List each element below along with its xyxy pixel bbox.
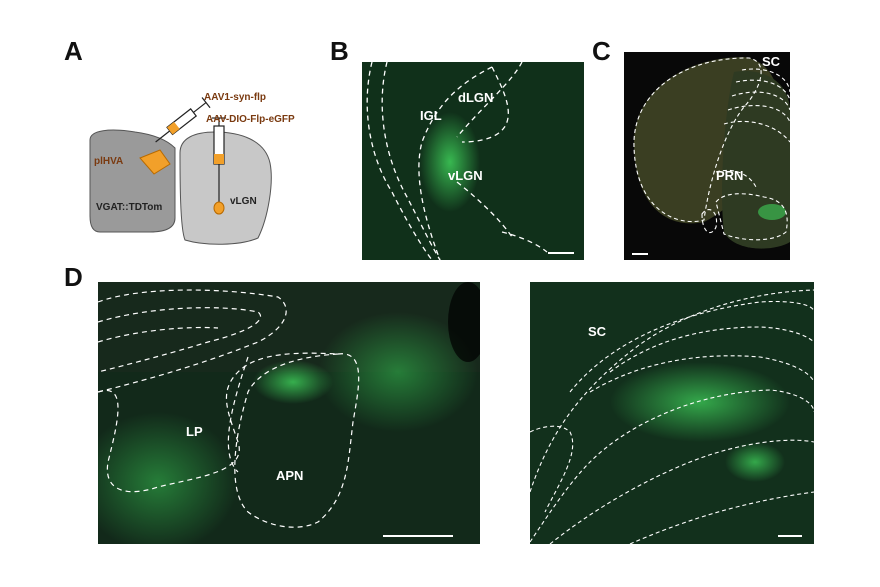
label-sc-c: SC (762, 54, 781, 69)
label-sc-d: SC (588, 324, 607, 339)
panel-b-micrograph: IGL dLGN vLGN (362, 62, 584, 260)
injection-label-2: AAV-DIO-Flp-eGFP (206, 114, 295, 125)
micrograph-d-left-image (98, 282, 480, 544)
label-lp: LP (186, 424, 203, 439)
panel-a-schematic: AAV1-syn-flp AAV-DIO-Flp-eGFP plHVA vLGN… (80, 78, 300, 258)
label-prn: PRN (716, 168, 744, 183)
label-vlgn: vLGN (448, 168, 483, 183)
panel-d-left-micrograph: LP APN (98, 282, 480, 544)
panel-d-right-micrograph: SC (530, 282, 814, 544)
brain-section-schematic (89, 97, 272, 245)
label-dlgn: dLGN (458, 90, 494, 105)
region-label-plhva: plHVA (94, 156, 124, 167)
panel-letter-c: C (592, 36, 611, 66)
injection-label-1: AAV1-syn-flp (204, 92, 267, 103)
micrograph-b-image (362, 62, 584, 260)
region-label-vlgn: vLGN (230, 196, 257, 207)
micrograph-c-image (624, 52, 790, 260)
panel-letter-a: A (64, 36, 83, 66)
label-apn: APN (276, 468, 304, 483)
panel-c-micrograph: SC PRN (624, 52, 790, 260)
label-igl: IGL (420, 108, 442, 123)
mouse-line-label: VGAT::TDTom (96, 202, 163, 213)
panel-letter-b: B (330, 36, 349, 66)
micrograph-d-right-image (530, 282, 814, 544)
panel-letter-d: D (64, 262, 83, 292)
